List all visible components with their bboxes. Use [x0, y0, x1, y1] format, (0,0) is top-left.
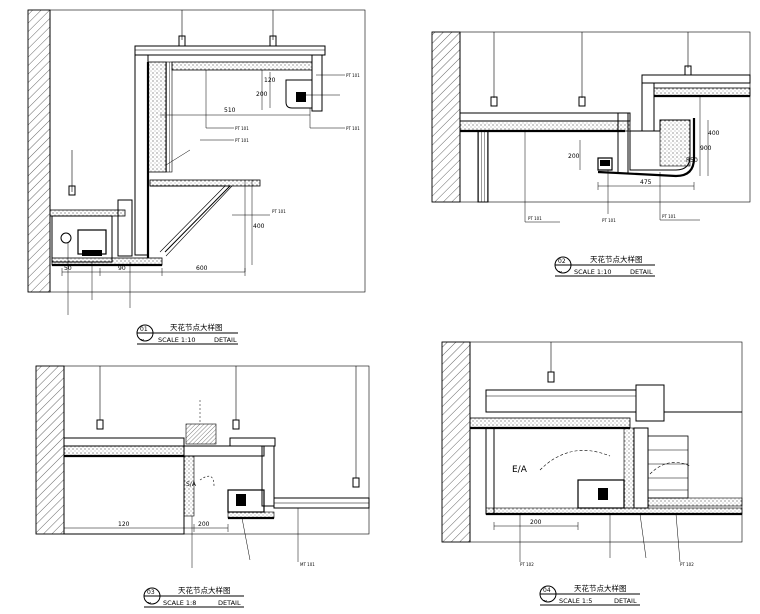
d01-dim-7: 120: [264, 77, 276, 84]
d01-tag-1: PT 101: [235, 126, 249, 131]
d03-num: 03: [147, 589, 155, 596]
d04-tag-2: PT 102: [680, 562, 694, 567]
d03-dim-3: S/A: [186, 481, 197, 488]
detail-03-drawing: [35, 365, 370, 568]
d01-detail: DETAIL: [214, 336, 237, 344]
d02-dim-4: 200: [568, 153, 580, 160]
d04-scale: SCALE 1:5: [559, 597, 592, 605]
d01-title: 天花节点大样图: [170, 322, 223, 332]
detail-04-drawing: [441, 341, 743, 563]
d03-dim-1: 200: [198, 521, 210, 528]
detail-02-drawing: [431, 31, 751, 223]
d03-dim-2: 120: [118, 521, 130, 528]
d02-sep: --: [558, 268, 562, 275]
d01-dim-2: 90: [118, 265, 126, 272]
d03-tag-1: MT 101: [300, 562, 315, 567]
d04-detail: DETAIL: [614, 597, 637, 605]
d01-scale: SCALE 1:10: [158, 336, 196, 344]
d01-tag-2: PT 101: [235, 138, 249, 143]
d04-tag-1: PT 102: [520, 562, 534, 567]
d01-dim-5: 510: [224, 107, 236, 114]
d03-scale: SCALE 1:8: [163, 599, 196, 607]
d04-num: 04: [543, 587, 551, 594]
d04-dim-1: 200: [530, 519, 542, 526]
d01-num: 01: [140, 326, 148, 333]
d02-tag-2: PT 101: [602, 218, 616, 223]
d01-dim-1: 50: [64, 265, 72, 272]
d01-dim-6: 200: [256, 91, 268, 98]
d02-scale: SCALE 1:10: [574, 268, 612, 276]
d04-title: 天花节点大样图: [574, 583, 627, 593]
d02-detail: DETAIL: [630, 268, 653, 276]
d02-dim-5: R50: [686, 157, 698, 164]
d01-tag-5: PT 101: [272, 209, 286, 214]
d01-caption: [136, 324, 238, 345]
d03-title: 天花节点大样图: [178, 585, 231, 595]
d04-sep: --: [543, 597, 547, 604]
d01-sep: --: [140, 336, 144, 343]
d02-title: 天花节点大样图: [590, 254, 643, 264]
d01-tag-3: PT 101: [346, 73, 360, 78]
d02-dim-1: 475: [640, 179, 652, 186]
d03-caption: [143, 587, 244, 608]
d04-big-label: E/A: [512, 465, 528, 475]
d02-tag-3: PT 101: [662, 214, 676, 219]
d02-dim-2: 400: [708, 130, 720, 137]
d02-dim-3: 900: [700, 145, 712, 152]
detail-01-drawing: [27, 9, 366, 315]
d03-sep: --: [147, 599, 151, 606]
d02-tag-1: PT 101: [528, 216, 542, 221]
d01-dim-3: 400: [253, 223, 265, 230]
d04-caption: [539, 585, 640, 606]
d02-num: 02: [558, 258, 566, 265]
d01-dim-4: 600: [196, 265, 208, 272]
d02-caption: [554, 256, 655, 277]
d01-tag-4: PT 101: [346, 126, 360, 131]
d03-detail: DETAIL: [218, 599, 241, 607]
